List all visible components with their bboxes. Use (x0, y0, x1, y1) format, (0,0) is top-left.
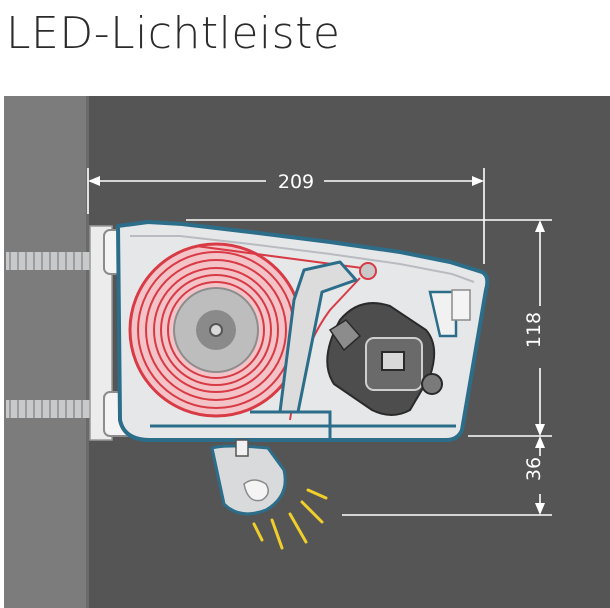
front-profile (428, 290, 458, 338)
housing-bottom-rail-2 (250, 410, 332, 440)
front-profile-clip (451, 289, 471, 321)
dimension-width (87, 168, 485, 264)
roller-axle (209, 323, 223, 337)
led-light-bar (210, 439, 287, 516)
page-title: LED-Lichtleiste (6, 8, 341, 59)
motor-unit (326, 302, 443, 416)
wall-bracket (89, 225, 113, 441)
wall (4, 96, 88, 608)
dimension-height-label: 118 (523, 312, 545, 348)
dimension-width-label: 209 (278, 171, 314, 193)
arm-bracket (278, 260, 358, 414)
led-light-rays (252, 488, 328, 550)
wall-bolt-top (6, 252, 96, 270)
dimension-led-offset (342, 436, 552, 516)
dimension-height (186, 219, 552, 437)
wall-bolt-bottom (6, 400, 96, 418)
fabric-guide-roller (359, 262, 377, 280)
housing-inner-profile (130, 235, 475, 283)
dimension-led-offset-label: 36 (523, 457, 545, 481)
wall-edge (86, 96, 89, 608)
